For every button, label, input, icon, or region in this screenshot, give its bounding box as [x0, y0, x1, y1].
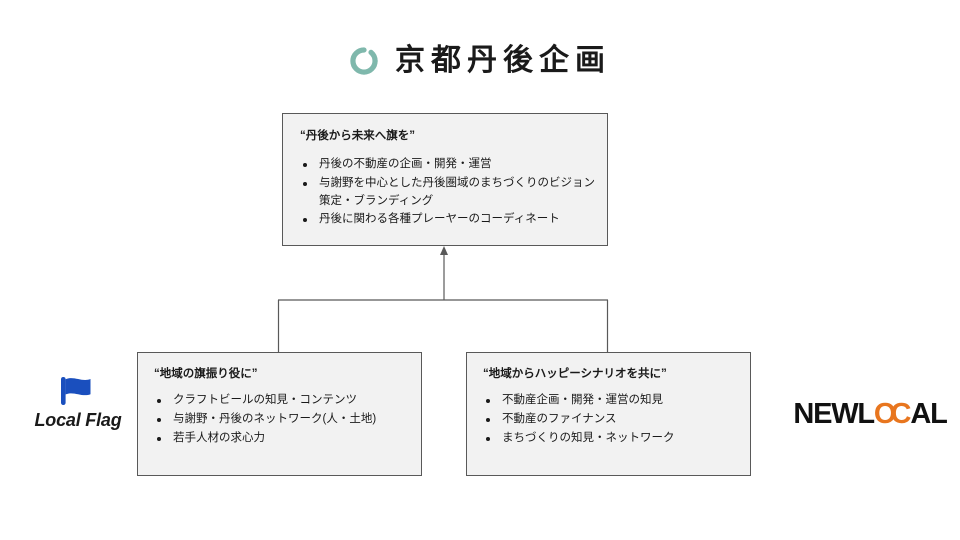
- node-newlocal-role: “地域からハッピーシナリオを共に” 不動産企画・開発・運営の知見 不動産のファイ…: [466, 352, 751, 476]
- teal-ring-icon: [350, 47, 378, 75]
- list-item: 与謝野・丹後のネットワーク(人・土地): [156, 411, 421, 429]
- node-right-bullet-list: 不動産企画・開発・運営の知見 不動産のファイナンス まちづくりの知見・ネットワー…: [467, 382, 750, 447]
- company-name: 京都丹後企画: [395, 44, 611, 77]
- local-flag-wordmark: Local Flag: [34, 410, 122, 430]
- list-item: 丹後の不動産の企画・開発・運営: [302, 156, 595, 174]
- node-vision-top: “丹後から未来へ旗を” 丹後の不動産の企画・開発・運営 与謝野を中心とした丹後圏…: [282, 113, 608, 246]
- newlocal-accent-oc: OC: [873, 398, 911, 430]
- list-item: まちづくりの知見・ネットワーク: [485, 430, 750, 448]
- list-item: 不動産のファイナンス: [485, 411, 750, 429]
- connector-arrow-head: [440, 246, 448, 255]
- list-item: クラフトビールの知見・コンテンツ: [156, 392, 421, 410]
- list-item: 不動産企画・開発・運営の知見: [485, 392, 750, 410]
- newlocal-part-one: NEWL: [793, 398, 875, 430]
- node-local-flag-role: “地域の旗振り役に” クラフトビールの知見・コンテンツ 与謝野・丹後のネットワー…: [137, 352, 422, 476]
- newlocal-part-two: AL: [910, 398, 947, 430]
- list-item: 丹後に関わる各種プレーヤーのコーディネート: [302, 211, 595, 229]
- node-top-bullet-list: 丹後の不動産の企画・開発・運営 与謝野を中心とした丹後圏域のまちづくりのビジョン…: [283, 144, 607, 229]
- blue-flag-icon: [61, 377, 91, 405]
- list-item: 若手人材の求心力: [156, 430, 421, 448]
- list-item: 与謝野を中心とした丹後圏域のまちづくりのビジョン策定・ブランディング: [302, 175, 595, 211]
- node-right-title: “地域からハッピーシナリオを共に”: [483, 368, 667, 380]
- node-left-title: “地域の旗振り役に”: [154, 368, 258, 380]
- logo-local-flag: Local Flag: [22, 374, 134, 429]
- node-left-bullet-list: クラフトビールの知見・コンテンツ 与謝野・丹後のネットワーク(人・土地) 若手人…: [138, 382, 421, 447]
- brand-lockup: 京都丹後企画: [0, 46, 960, 76]
- node-top-title: “丹後から未来へ旗を”: [300, 130, 415, 142]
